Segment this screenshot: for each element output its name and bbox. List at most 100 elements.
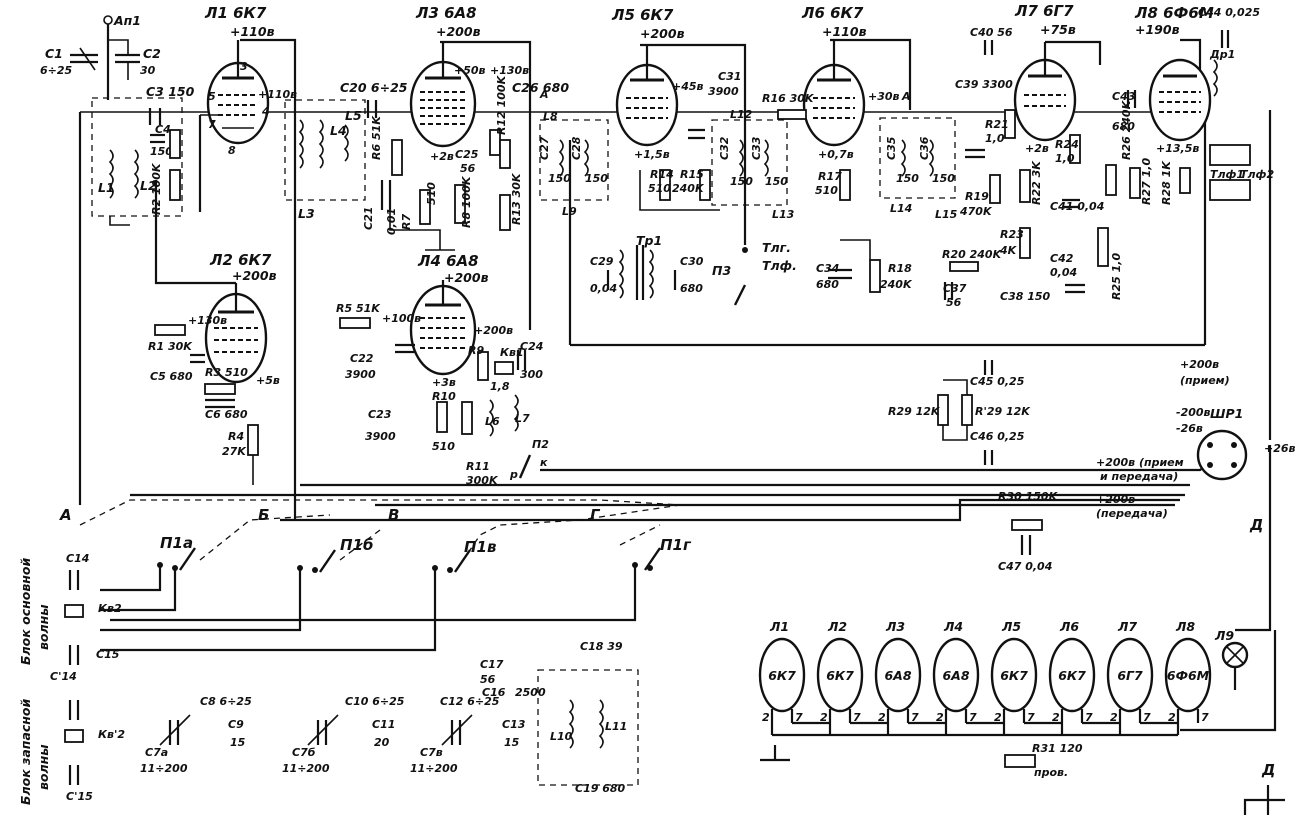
coil-L1-label: L1: [98, 180, 115, 195]
tlg-label: Тлг.: [762, 240, 791, 255]
node-D: Д: [1249, 516, 1263, 534]
r25-label: R25 1,0: [1110, 253, 1123, 300]
L2-network: R1 30K C5 680 R3 510 C6 680 R4 27K: [148, 324, 259, 485]
r27-label: R27 1,0: [1140, 158, 1153, 205]
tr1-label: Тр1: [636, 233, 662, 248]
filament-pin-2: 2: [936, 711, 944, 724]
r21-value: 1,0: [985, 132, 1005, 145]
r4-label: R4: [228, 430, 244, 443]
c8-label: C8 6÷25: [200, 695, 252, 708]
tube-L3-voltage: +200в: [436, 24, 481, 39]
coil-L4-label: L4: [330, 123, 347, 138]
filament-pin-2: 2: [820, 711, 828, 724]
c7b-label: C7б: [292, 746, 316, 759]
tube-L4-v2: +200в: [474, 324, 513, 337]
tube-L6-v2: +0,7в: [818, 148, 854, 161]
mixer-coils-L3-L4: L3 L4 L5 C20 6÷25: [284, 80, 408, 221]
ps2-label: -200в: [1176, 406, 1211, 419]
r17-label: R17: [818, 170, 842, 183]
node-G: Г: [590, 506, 601, 524]
c40-label: C40 56: [970, 26, 1013, 39]
r8-label: R8 100K: [460, 175, 473, 228]
c24-label: C24: [520, 340, 543, 353]
c31-label: C31: [718, 70, 741, 83]
c47-label: C47 0,04: [998, 560, 1052, 573]
c2-label: C2: [143, 46, 161, 61]
kv2-label: Кв2: [98, 602, 122, 615]
tube-L1-voltage: +110в: [230, 24, 275, 39]
L5-plate-network: C31 3900 R14 510 R15 240K: [639, 70, 741, 211]
c20-label: C20 6÷25: [340, 80, 408, 95]
c32-label: C32: [718, 136, 731, 160]
band-switch[interactable]: П1а П1б П1в П1г: [100, 534, 692, 652]
c23-value: 3900: [365, 430, 396, 443]
c29-label: C29: [590, 255, 614, 268]
ps6b-label: (передача): [1096, 507, 1168, 520]
coil-L11-label: L11: [605, 720, 627, 733]
coil-L6-label: L6: [485, 415, 500, 428]
c5-label: C5 680: [150, 370, 193, 383]
tube-L5: Л5 6К7 +200в +45в +1,5в: [611, 6, 704, 161]
r31-unit: пров.: [1034, 766, 1068, 779]
filament-pin-2: 2: [994, 711, 1002, 724]
p1v-label: П1в: [464, 538, 496, 556]
ps5b-label: и передача): [1100, 470, 1178, 483]
filament-tube-type: 6А8: [942, 668, 969, 683]
r12-label: R12 100K: [495, 74, 508, 135]
tube-L4-v1: +100в: [382, 312, 421, 325]
c23-label: C23: [368, 408, 392, 421]
coil-L14-label: L14: [890, 202, 912, 215]
r7-value: 510: [425, 182, 438, 205]
filament-pin-7: 7: [1085, 711, 1093, 724]
r23-label: R23: [1000, 228, 1024, 241]
p2-k-label: к: [540, 456, 548, 469]
r21-label: R21: [985, 118, 1009, 131]
c13-value: 15: [504, 736, 520, 749]
filament-tube-type: 6К7: [1058, 668, 1086, 683]
tube-L2-v1: +130в: [188, 314, 227, 327]
ps5-label: +200в (прием: [1096, 456, 1184, 469]
shr1-label: ШР1: [1210, 406, 1243, 421]
c33-value: 150: [765, 175, 788, 188]
main-wiring: [78, 38, 1272, 632]
r26-label: R26 240K: [1120, 99, 1133, 160]
tube-L3-v2: +130в: [490, 64, 529, 77]
filament-tube-type: 6Ф6М: [1167, 668, 1210, 683]
r28-label: R28 1K: [1160, 160, 1173, 205]
coil-L5-label: L5: [345, 108, 362, 123]
c35-value: 150: [896, 172, 919, 185]
node-A: А: [59, 506, 72, 524]
filament-tube-id: Л4: [943, 619, 963, 634]
r18-label: R18: [888, 262, 912, 275]
band-blocks: Блок основной волны Блок запасной волны …: [18, 552, 125, 805]
L8-output-network: C43 680 R27 1,0 R28 1K C44 0,025 Др1 Тлф…: [1112, 6, 1274, 205]
tlf1-label: Тлф1: [1210, 168, 1244, 181]
c28-value: 150: [585, 172, 608, 185]
r17-value: 510: [815, 184, 838, 197]
filament-tube-type: 6К7: [1000, 668, 1028, 683]
c30-value: 680: [680, 282, 703, 295]
filament-tube-envelope: [1048, 637, 1096, 713]
coil-L13-label: L13: [772, 208, 795, 221]
filament-tube-envelope: [932, 637, 980, 713]
c10-label: C10 6÷25: [345, 695, 405, 708]
ps6-label: +200в: [1096, 493, 1135, 506]
svg-text:4: 4: [261, 105, 270, 118]
c28-label: C28: [570, 136, 583, 160]
r4-value: 27K: [222, 445, 247, 458]
filament-pin-2: 2: [1110, 711, 1118, 724]
r19-value: 470K: [959, 205, 993, 218]
if-transformer-3: L14 L15 C35 150 C36 150 А: [879, 90, 958, 221]
svg-text:5: 5: [208, 90, 216, 103]
ps3-label: -26в: [1176, 422, 1203, 435]
c19-label: C19 680: [575, 782, 626, 795]
p1g-label: П1г: [660, 536, 692, 554]
r6-label: R6 51K: [370, 115, 383, 160]
c36-value: 150: [932, 172, 955, 185]
p3-label: П3: [712, 263, 731, 278]
connector-shr1[interactable]: ШР1 +200в (прием) -200в -26в +26в +200в …: [998, 358, 1296, 573]
